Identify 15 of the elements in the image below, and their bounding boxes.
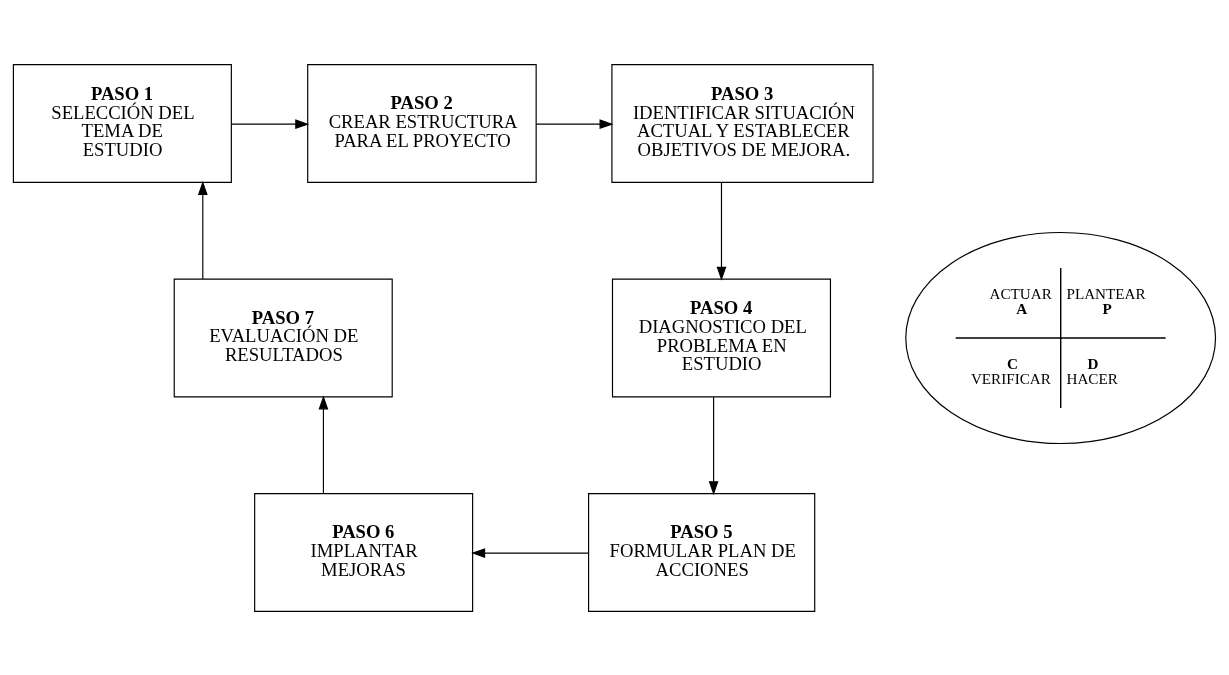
node-box: PASO 5 FORMULAR PLAN DE ACCIONES	[588, 492, 816, 612]
node-ellipse: ACTUAR A PLANTEAR P C VERIFICAR D HACER	[905, 231, 1217, 444]
node-box: PASO 7 EVALUACIÓN DE RESULTADOS	[173, 278, 393, 397]
node-box: PASO 3 IDENTIFICAR SITUACIÓN ACTUAL Y ESTABLECER OBJETIVOS DE MEJORA.	[611, 63, 874, 183]
arrow	[197, 180, 208, 280]
node-box: PASO 6 IMPLANTAR MEJORAS	[254, 492, 474, 612]
node-box: PASO 2 CREAR ESTRUCTURA PARA EL PROYECTO	[307, 63, 537, 183]
node-box: PASO 1 SELECCIÓN DEL TEMA DE ESTUDIO	[12, 63, 232, 183]
arrow	[318, 394, 329, 494]
arrow	[716, 181, 727, 281]
arrow	[708, 396, 719, 495]
arrow	[230, 118, 310, 129]
arrow	[471, 547, 589, 558]
arrow	[535, 118, 614, 129]
node-box: PASO 4 DIAGNOSTICO DEL PROBLEMA EN ESTUDIO	[611, 278, 832, 397]
